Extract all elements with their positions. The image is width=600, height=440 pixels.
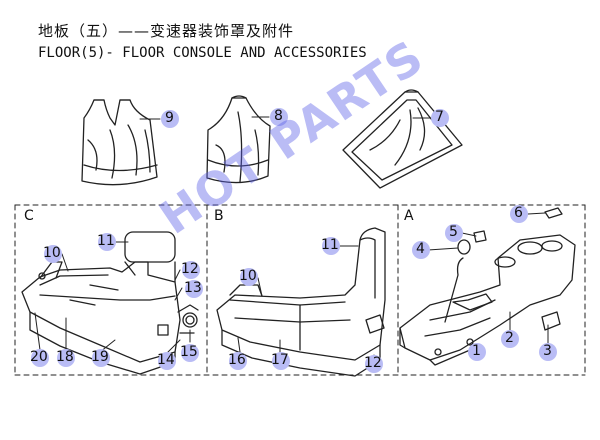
callout-15: 15 [180,344,198,360]
callout-marker [158,352,176,370]
callout-11-b: 11 [321,237,339,253]
callout-9: 9 [165,110,174,126]
callout-marker [365,355,383,373]
callout-14: 14 [157,352,175,368]
callout-marker [44,245,62,263]
section-label-c: C [24,208,34,224]
callout-1: 1 [472,343,481,359]
callout-8: 8 [274,108,283,124]
callout-marker [92,349,110,367]
callout-marker [270,108,288,126]
callout-6: 6 [514,205,523,221]
section-c-console [21,231,199,375]
callout-11-c: 11 [97,233,115,249]
callout-marker [445,224,463,242]
section-frame [14,204,586,376]
callout-marker [468,343,486,361]
callout-4: 4 [416,241,425,257]
callout-10-b: 10 [239,268,257,284]
section-a-console [399,207,576,366]
callout-16: 16 [228,352,246,368]
callout-marker [431,109,449,127]
callout-12-b: 12 [364,355,382,371]
callout-marker [98,233,116,251]
callout-2: 2 [505,330,514,346]
part-8-shift-boot [206,95,271,184]
callout-5: 5 [449,224,458,240]
callout-3: 3 [543,343,552,359]
callout-marker [510,205,528,223]
section-label-a: A [404,208,414,224]
section-label-b: B [214,208,224,224]
diagram-title-chinese: 地板（五）——变速器装饰罩及附件 [38,22,295,40]
callout-marker [181,344,199,362]
callout-10-c: 10 [43,245,61,261]
callout-17: 17 [271,352,289,368]
callout-marker [229,352,247,370]
callout-marker [31,349,49,367]
callout-7: 7 [435,109,444,125]
callout-marker [182,261,200,279]
callout-marker [272,352,290,370]
callout-marker [412,241,430,259]
diagram-title-english: FLOOR(5)- FLOOR CONSOLE AND ACCESSORIES [38,45,367,61]
callout-18: 18 [56,349,74,365]
callout-marker [501,330,519,348]
callout-12-c: 12 [181,261,199,277]
callout-marker [539,343,557,361]
part-9-dual-shift-boot [81,99,158,186]
callout-13: 13 [184,280,202,296]
callout-19: 19 [91,349,109,365]
callout-marker [185,280,203,298]
callout-marker [240,268,258,286]
callout-marker [322,237,340,255]
callout-marker [57,349,75,367]
callout-20: 20 [30,349,48,365]
callout-marker [161,110,179,128]
